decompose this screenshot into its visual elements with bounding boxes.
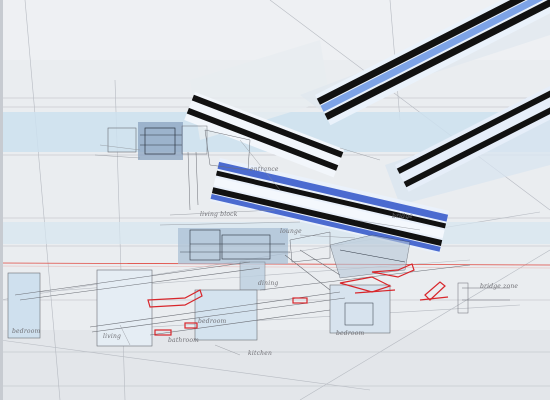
annotation-bridge-zone: bridge zone [480,283,519,290]
annotation-dining: dining [258,280,279,287]
annotation-bedroom-right: bedroom [336,330,365,337]
red-horizon-echo [0,265,550,269]
striped-strip-left [184,92,345,178]
red-elements [147,263,449,336]
annotation-kitchen: kitchen [248,350,273,357]
paper-edge [0,0,3,400]
annotation-lounge: lounge [280,228,302,235]
striped-strip-right [395,78,550,192]
paper-bottom-shade [0,330,550,400]
annotation-bridge: bridge [392,213,414,220]
annotation-entrance: entrance [250,166,279,173]
annotation-living: living [103,333,122,340]
striped-strip-top-right [315,0,550,126]
annotation-bathroom: bathroom [168,337,200,344]
sketch-details [94,139,421,356]
building-cluster-upper [107,122,251,211]
annotation-bedroom-left: bedroom [12,328,41,335]
annotation-living-block: living block [200,211,238,218]
annotation-bedroom-middle: bedroom [198,318,227,325]
